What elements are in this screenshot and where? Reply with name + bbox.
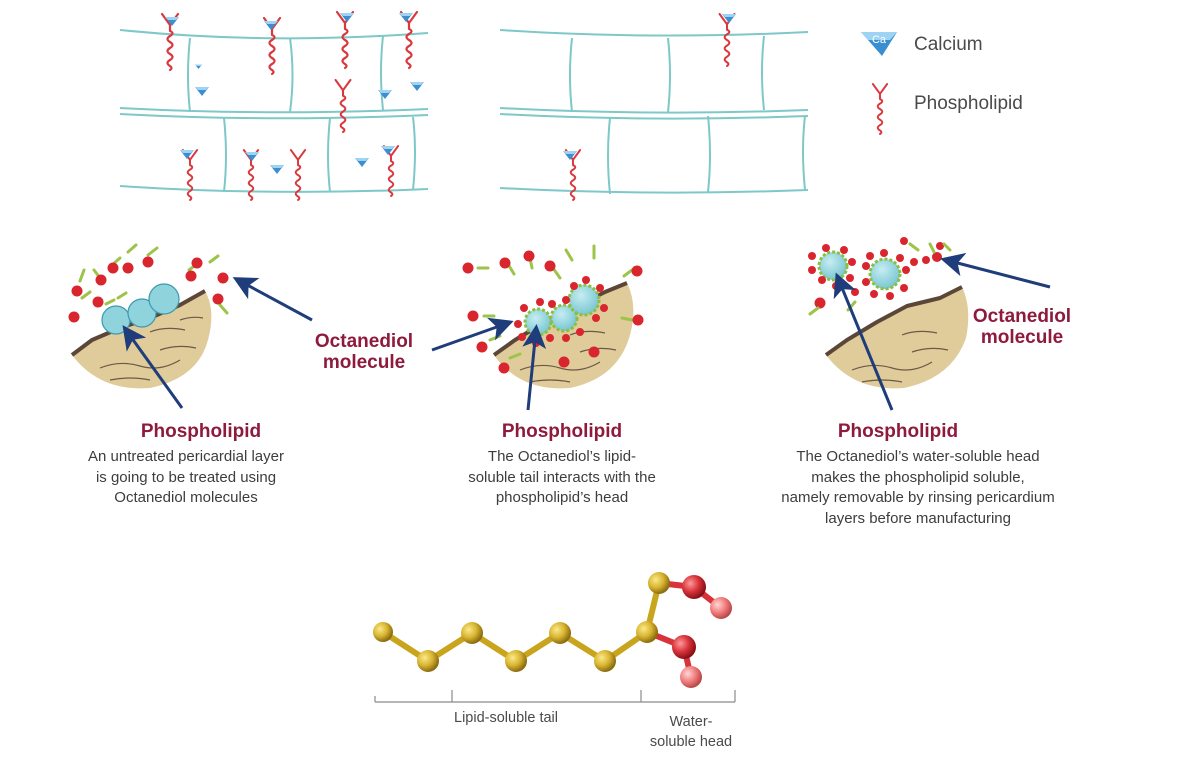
legend-phospholipid-label: Phospholipid bbox=[914, 93, 1023, 114]
octanediol-molecules-panel-1 bbox=[68, 243, 229, 323]
arrow-panel3-phospholipid bbox=[833, 272, 894, 411]
calcium-symbol: Ca bbox=[872, 34, 887, 46]
panel-2-line: soluble tail interacts with the bbox=[468, 468, 656, 486]
tissue-panel-1 bbox=[70, 283, 212, 389]
tissue-panel-3 bbox=[824, 285, 969, 389]
arrow-panel2-phospholipid bbox=[522, 324, 547, 411]
panel-3-line: makes the phospholipid soluble, bbox=[811, 468, 1025, 486]
panel-1-line: Octanediol molecules bbox=[114, 489, 258, 506]
arrow-panel3-octanediol bbox=[940, 252, 1051, 289]
octanediol-ball-and-stick-model bbox=[373, 572, 732, 688]
calcium-icon: Ca bbox=[861, 32, 897, 56]
water-soluble-head-label: Water- soluble head bbox=[630, 712, 752, 752]
pointer-arrows bbox=[122, 252, 1051, 411]
panel-1-line: An untreated pericardial layer bbox=[88, 448, 284, 465]
legend-calcium-label: Calcium bbox=[914, 34, 983, 55]
panel-1-description: An untreated pericardial layer is going … bbox=[46, 447, 326, 509]
octanediol-label-left-line1: Octanediol bbox=[314, 331, 414, 352]
arrow-panel1-octanediol bbox=[232, 277, 313, 322]
membrane-treated bbox=[499, 29, 809, 195]
panel-2-line: phospholipid’s head bbox=[495, 489, 629, 506]
octanediol-label-left: Octanediol molecule bbox=[300, 331, 428, 373]
membrane-untreated-molecules bbox=[160, 10, 424, 202]
water-soluble-head-line2: soluble head bbox=[649, 734, 733, 750]
lipid-soluble-tail-label: Lipid-soluble tail bbox=[454, 710, 558, 726]
panel-3-line: namely removable by rinsing pericardium bbox=[781, 489, 1055, 506]
octanediol-molecules-panel-2 bbox=[462, 244, 644, 374]
panel-3-description: The Octanediol’s water-soluble head make… bbox=[728, 447, 1108, 529]
panel-3-title: Phospholipid bbox=[837, 421, 959, 442]
arrow-panel2-octanediol bbox=[431, 317, 514, 352]
octanediol-label-left-line2: molecule bbox=[322, 352, 406, 373]
octanediol-label-right-line1: Octanediol bbox=[972, 306, 1072, 327]
panel-2-description: The Octanediol’s lipid- soluble tail int… bbox=[412, 447, 712, 509]
panel-2-line: The Octanediol’s lipid- bbox=[487, 448, 637, 465]
octanediol-label-right: Octanediol molecule bbox=[958, 306, 1086, 348]
panel-1-line: is going to be treated using bbox=[95, 468, 277, 486]
panel-2-title: Phospholipid bbox=[501, 421, 623, 442]
membrane-untreated bbox=[119, 29, 429, 193]
panel-3-line: The Octanediol’s water-soluble head bbox=[796, 448, 1040, 465]
molecule-region-bracket bbox=[374, 690, 736, 703]
octanediol-label-right-line2: molecule bbox=[980, 327, 1064, 348]
water-soluble-head-line1: Water- bbox=[669, 714, 713, 730]
panel-3-line: layers before manufacturing bbox=[825, 509, 1011, 527]
panel-1-title: Phospholipid bbox=[140, 421, 262, 442]
arrow-panel1-phospholipid bbox=[122, 325, 184, 409]
phospholipid-icon bbox=[871, 82, 889, 136]
